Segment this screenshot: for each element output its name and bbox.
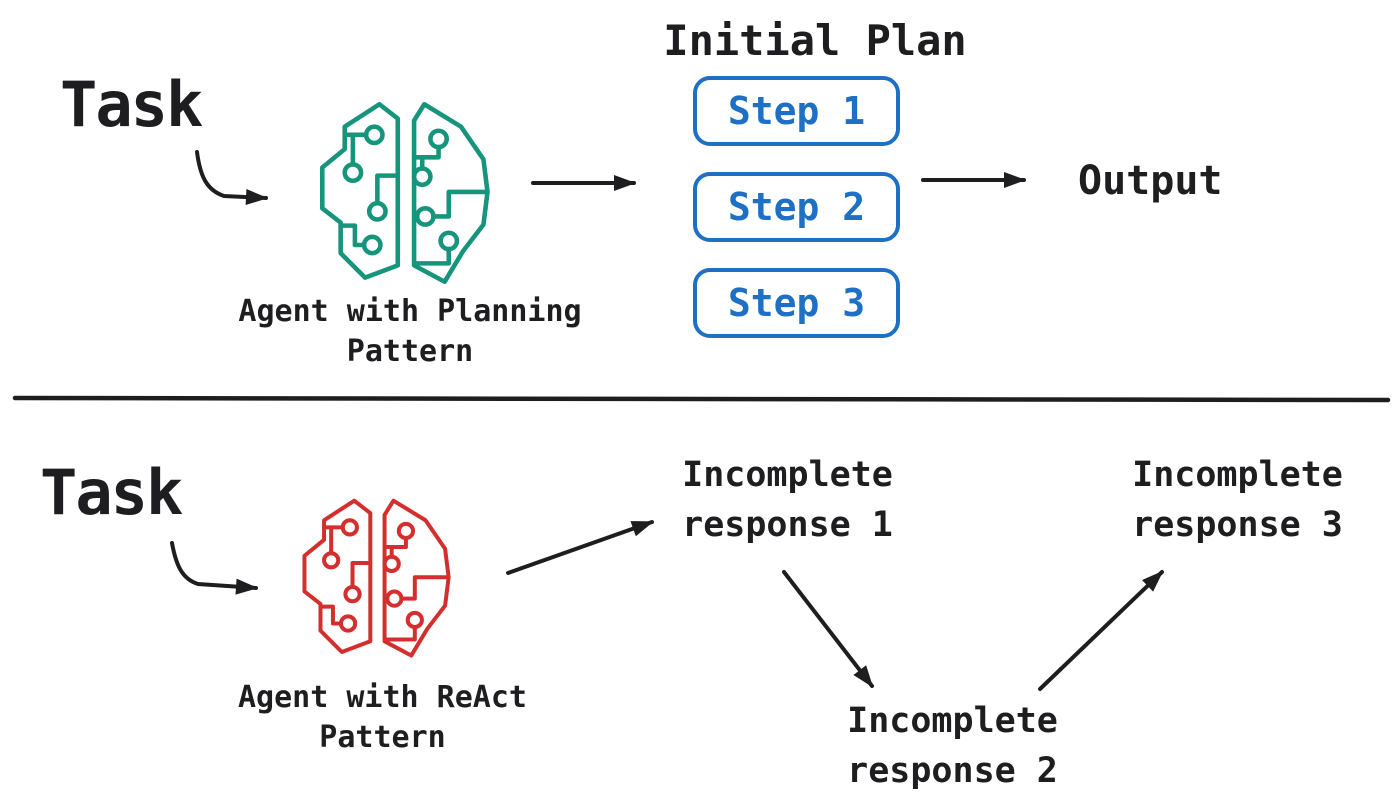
- planning-agent-caption: Agent with Planning Pattern: [230, 292, 590, 372]
- incomplete-response-2-line1: Incomplete: [847, 701, 1058, 741]
- incomplete-response-3-line1: Incomplete: [1132, 455, 1343, 495]
- planning-agent-caption-line2: Pattern: [346, 334, 474, 369]
- section-divider: [12, 395, 1391, 403]
- incomplete-response-1-line1: Incomplete: [682, 455, 893, 495]
- step-3-label: Step 3: [727, 281, 866, 325]
- incomplete-response-1-line2: response 1: [682, 505, 893, 545]
- incomplete-response-1: Incomplete response 1: [655, 450, 920, 550]
- planning-agent-caption-line1: Agent with Planning: [238, 294, 582, 329]
- output-label: Output: [1078, 158, 1223, 204]
- react-agent-caption-line1: Agent with ReAct: [238, 680, 527, 715]
- incomplete-response-2: Incomplete response 2: [820, 696, 1085, 796]
- step-3-box: Step 3: [693, 268, 900, 338]
- initial-plan-title: Initial Plan: [663, 16, 967, 65]
- arrow-task-to-planning-agent: [195, 150, 268, 206]
- step-2-label: Step 2: [727, 185, 866, 229]
- incomplete-response-3: Incomplete response 3: [1105, 450, 1370, 550]
- step-1-box: Step 1: [693, 76, 900, 146]
- react-agent-caption-line2: Pattern: [319, 720, 446, 755]
- planning-task-label: Task: [60, 68, 203, 141]
- arrow-react-agent-to-response1: [506, 520, 654, 575]
- react-agent-brain-icon: [292, 490, 470, 668]
- incomplete-response-3-line2: response 3: [1132, 505, 1343, 545]
- arrow-response1-to-response2: [782, 570, 874, 688]
- step-2-box: Step 2: [693, 172, 900, 242]
- step-1-label: Step 1: [727, 89, 866, 133]
- planning-agent-brain-icon: [308, 92, 512, 296]
- react-agent-caption: Agent with ReAct Pattern: [205, 678, 560, 758]
- incomplete-response-2-line2: response 2: [847, 751, 1058, 791]
- react-task-label: Task: [40, 456, 183, 529]
- arrow-task-to-react-agent: [170, 541, 258, 595]
- arrow-response2-to-response3: [1038, 570, 1164, 691]
